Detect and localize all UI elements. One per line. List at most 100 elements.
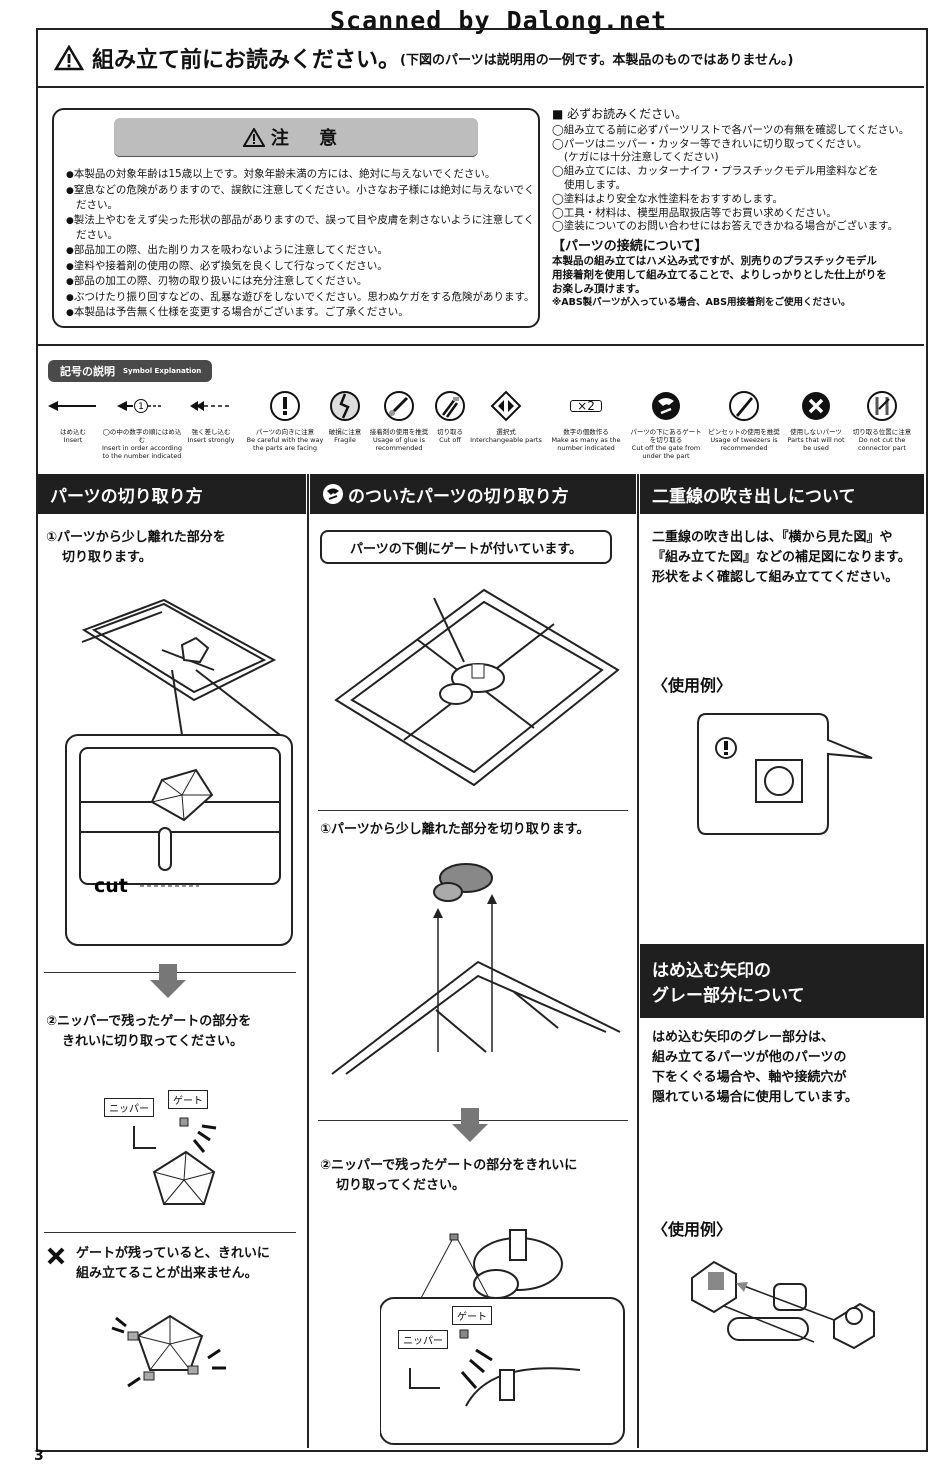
gate-part-lift-diagram [331, 863, 621, 1075]
runner-gate-diagram [334, 588, 620, 787]
list-item: 部品の加工の際、刃物の取り扱いには充分注意してください。 [66, 274, 536, 290]
gate-under-icon [323, 484, 343, 504]
divider [44, 1232, 296, 1233]
list-item: (ケガには十分注意してください) [564, 151, 719, 164]
runner-cut-diagram: cut [65, 598, 293, 946]
symbol-jp: 破損に注意 [328, 428, 362, 436]
column-divider [307, 474, 309, 1448]
arrow-strong-icon [190, 401, 232, 411]
symbol-gate-under: パーツの下にあるゲートを切り取る Cut off the gate from u… [630, 384, 702, 460]
double-line-callout-diagram [697, 713, 873, 835]
symbol-make-many: ×2 数字の個数作る Make as many as the number in… [546, 384, 626, 452]
symbol-en: Be careful with the way the parts are fa… [246, 436, 324, 452]
text-line: 二重線の吹き出しは、『横から見た図』や [652, 530, 893, 545]
symbol-jp: はめ込む [60, 428, 86, 436]
nipper-label: ニッパー [398, 1330, 448, 1349]
ng-cross-icon [47, 1247, 65, 1265]
divider [318, 810, 628, 811]
symbol-insert-order: 1 ◯の中の数字の順にはめ込む Insert in order accordin… [102, 384, 182, 460]
step-line: 切り取ってください。 [336, 1178, 465, 1193]
symbol-insert: はめ込む Insert [40, 384, 106, 444]
symbol-en: Insert in order according to the number … [102, 444, 182, 460]
list-item: ◯塗料はより安全な水性塗料をおすすめします。 [552, 192, 783, 205]
symbol-en: Interchangeable parts [470, 436, 542, 444]
must-read-heading: ■ 必ずお読みください。 [552, 107, 688, 121]
example-label: 〈使用例〉 [652, 1220, 733, 1239]
symbol-label-en: Symbol Explanation [123, 367, 202, 375]
caution-box: 注 意 本製品の対象年齢は15歳以上です。対象年齢未満の方には、絶対に与えないで… [52, 108, 540, 328]
list-item: 製法上やむをえず尖った形状の部品がありますので、誤って目や皮膚を刺さないように注… [66, 213, 536, 243]
symbol-do-not-cut: 切り取る位置に注意 Do not cut the connector part [846, 384, 918, 452]
pentagon-with-gates-diagram [111, 1314, 226, 1388]
col1-step1: ①パーツから少し離れた部分を 切り取ります。 [46, 528, 226, 568]
symbol-jp: 選択式 [496, 428, 516, 436]
gate-callout: パーツの下側にゲートが付いています。 [320, 530, 612, 564]
symbol-en: Insert strongly [187, 436, 235, 444]
symbol-insert-strongly: 強く差し込む Insert strongly [178, 384, 244, 444]
caution-list: 本製品の対象年齢は15歳以上です。対象年齢未満の方には、絶対に与えないでください… [66, 167, 538, 321]
symbol-en: Do not cut the connector part [858, 436, 906, 452]
symbol-not-used: 使用しないパーツ Parts that will not be used [784, 384, 848, 452]
section-heading-double-line: 二重線の吹き出しについて [640, 474, 924, 514]
text-line: 隠れている場合に使用しています。 [652, 1090, 858, 1105]
list-item: ◯パーツはニッパー・カッター等できれいに切り取ってください。 [552, 137, 868, 150]
symbol-en: Parts that will not be used [787, 436, 845, 452]
symbol-en: Make as many as the number indicated [551, 436, 621, 452]
section-heading-gate-parts: のついたパーツの切り取り方 [310, 474, 636, 514]
symbol-en: Cut off the gate from under the part [631, 444, 701, 460]
interchangeable-icon [490, 390, 522, 422]
nipper-icon [435, 391, 465, 421]
heading-line: グレー部分について [652, 986, 805, 1006]
list-item: 使用します。 [564, 178, 626, 191]
col2-step1: ①パーツから少し離れた部分を切り取ります。 [320, 822, 590, 837]
symbol-jp: 数字の個数作る [563, 428, 609, 436]
page-subtitle: (下図のパーツは説明用の一例です。本製品のものではありません。) [400, 52, 794, 68]
symbol-row: はめ込む Insert 1 ◯の中の数字の順にはめ込む Insert in or… [40, 384, 920, 464]
scanner-credit: Scanned by Dalong.net [330, 6, 668, 35]
symbol-jp: パーツの向きに注意 [255, 428, 315, 436]
text-line: はめ込む矢印のグレー部分は、 [652, 1030, 835, 1045]
symbol-jp: ◯の中の数字の順にはめ込む [102, 428, 182, 444]
page-header: 組み立て前にお読みください。 (下図のパーツは説明用の一例です。本製品のものでは… [36, 30, 924, 88]
symbol-jp: 強く差し込む [191, 428, 231, 436]
symbol-jp: 使用しないパーツ [790, 428, 842, 436]
symbol-jp: 切り取る位置に注意 [852, 428, 912, 436]
symbol-careful: パーツの向きに注意 Be careful with the way the pa… [246, 384, 324, 452]
symbol-number: 1 [138, 402, 144, 412]
step-line: ②ニッパーで残ったゲートの部分を [46, 1014, 252, 1029]
exclamation-icon [270, 391, 300, 421]
do-not-cut-icon [867, 391, 897, 421]
text-line: 形状をよく確認して組み立ててください。 [652, 570, 899, 585]
symbol-interchangeable: 選択式 Interchangeable parts [470, 384, 542, 444]
list-item: ぶつけたり振り回すなどの、乱暴な遊びをしないでください。思わぬケガをする危険があ… [66, 290, 536, 306]
list-item: ◯組み立てには、カッターナイフ・プラスチックモデル用塗料などを [552, 165, 879, 178]
cut-label: cut [94, 875, 128, 897]
symbol-en: Usage of tweezers is recommended [710, 436, 778, 452]
abs-note: ※ABS製パーツが入っている場合、ABS用接着剤をご使用ください。 [552, 296, 851, 308]
section-heading-cutting: パーツの切り取り方 [38, 474, 306, 514]
symbol-jp: 接着剤の使用を推奨 [369, 428, 429, 436]
list-item: 窒息などの危険がありますので、誤飲に注意してください。小さなお子様には絶対に与え… [66, 183, 536, 213]
heading-line: はめ込む矢印の [652, 961, 771, 981]
symbol-fragile: 破損に注意 Fragile [312, 384, 378, 444]
gray-down-arrow-icon [150, 964, 186, 998]
caution-heading: 注 意 [114, 118, 478, 157]
connection-text-line: 本製品の組み立てはハメ込み式ですが、別売りのプラスチックモデル [552, 254, 877, 267]
not-used-icon [802, 392, 830, 420]
step-line: ①パーツから少し離れた部分を [46, 530, 226, 545]
symbol-jp: ピンセットの使用を推奨 [708, 428, 780, 436]
times-two-icon: ×2 [570, 400, 602, 412]
list-item: ◯塗装についてのお問い合わせにはお答えできかねる場合がございます。 [552, 220, 899, 233]
list-item: 本製品は予告無く仕様を変更する場合がございます。ご了承ください。 [66, 305, 536, 321]
section-heading-text: のついたパーツの切り取り方 [348, 486, 569, 507]
list-item: 塗料や接着剤の使用の際、必ず換気を良くして行なってください。 [66, 259, 536, 275]
tweezers-icon [729, 391, 759, 421]
divider [38, 344, 924, 346]
glue-icon [384, 391, 414, 421]
symbol-label: 記号の説明 Symbol Explanation [48, 360, 212, 382]
caution-heading-text: 注 意 [270, 128, 350, 149]
list-item: ◯組み立てる前に必ずパーツリストで各パーツの有無を確認してください。 [552, 123, 910, 136]
connection-text-line: 用接着剤を使用して組み立てることで、よりしっかりとした仕上がりを [552, 268, 887, 281]
ng-line: ゲートが残っていると、きれいに [76, 1246, 270, 1261]
text-line: 『組み立てた図』などの補足図になります。 [652, 550, 911, 565]
